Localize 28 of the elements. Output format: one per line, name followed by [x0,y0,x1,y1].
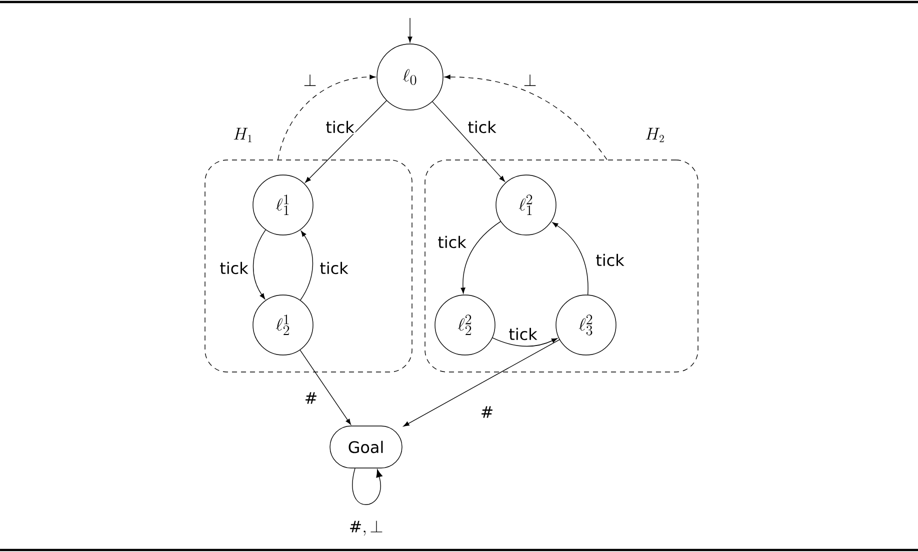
arrow [403,339,560,426]
dashed-arrow [444,74,608,160]
edge-label: tick [508,326,538,342]
edge-label: tick [466,120,498,134]
goal-box: Goal [330,426,402,468]
start-arrow [408,18,412,42]
edge-label: tick [436,234,468,250]
arrow [460,221,501,294]
edge-label: $\#$ [479,405,495,419]
arrow [305,100,387,183]
edge-label: $\bot$ [522,73,538,87]
loop-arrow [352,468,382,505]
dashed-arrow [278,74,376,160]
arrow [492,337,558,347]
arrow [252,230,266,300]
edge-label: $\#, \bot$ [348,519,384,537]
node-label: $H_1$ [234,128,252,142]
edge-label: $\bot$ [302,73,318,87]
arrow [432,101,505,182]
edge-label: tick [218,260,250,276]
edge-label: tick [594,252,626,268]
edge-label: $\#$ [303,391,319,405]
edge-label: tick [324,120,356,134]
node-label: $H_2$ [646,128,664,142]
edge-label: tick [318,260,350,276]
arrow [552,222,588,296]
arrow [300,230,314,300]
arrow [300,350,351,425]
